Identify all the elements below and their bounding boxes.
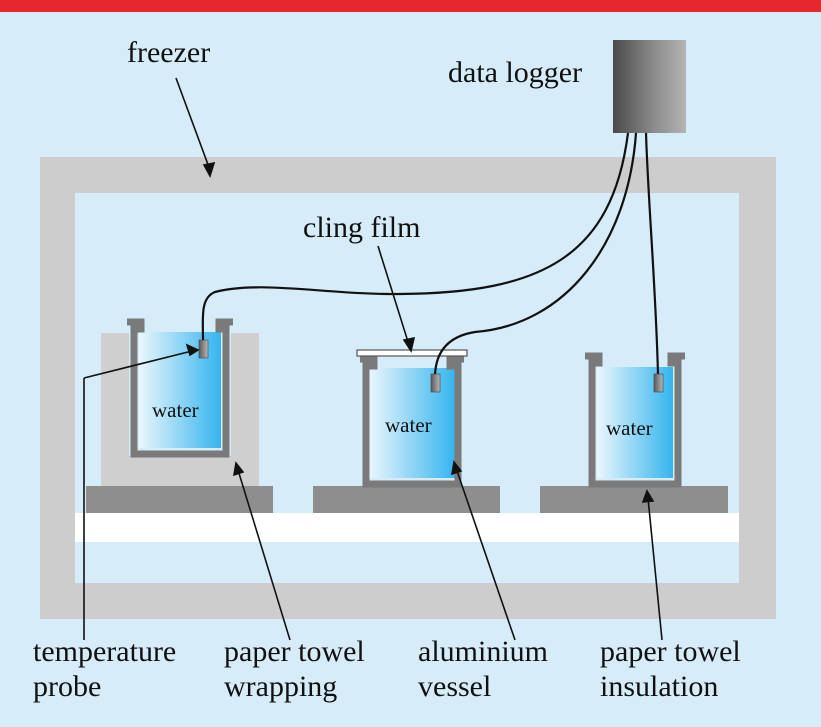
paper-towel-wrapping-label-line1: paper towel xyxy=(224,635,365,668)
water-left-label: water xyxy=(152,398,199,422)
probe-right xyxy=(653,373,664,393)
water-left xyxy=(139,332,221,448)
water-right-label: water xyxy=(606,416,653,440)
paper-towel-wrapping-label-line2: wrapping xyxy=(224,670,337,703)
paper-towel-insulation-label-line1: paper towel xyxy=(600,635,741,668)
probe-middle xyxy=(430,373,441,393)
platform-left xyxy=(86,486,273,513)
temperature-probe-label-line2: probe xyxy=(33,670,101,703)
shelf xyxy=(75,513,739,542)
top-bar xyxy=(0,0,821,12)
platform-right xyxy=(540,486,728,513)
leader-lines xyxy=(83,77,663,641)
water-middle-label: water xyxy=(385,413,432,437)
temperature-probe-label-line1: temperature xyxy=(33,635,176,668)
paper-towel-wrap xyxy=(101,333,259,486)
probe-left xyxy=(198,339,209,359)
data-logger-box xyxy=(613,40,686,133)
cable-middle-probe xyxy=(433,132,638,376)
cling-film xyxy=(356,349,468,357)
aluminium-vessel-label-line1: aluminium xyxy=(418,635,548,668)
vessel-left xyxy=(127,318,233,458)
aluminium-vessel-label-line2: vessel xyxy=(418,670,491,703)
vessel-right xyxy=(585,352,685,488)
platform-middle xyxy=(313,486,500,513)
cable-left-probe xyxy=(201,132,630,341)
cable-right-probe xyxy=(644,132,660,376)
water-middle xyxy=(369,368,455,478)
paper-towel-insulation-label-line2: insulation xyxy=(600,670,718,703)
data-logger-label: data logger xyxy=(448,56,582,89)
cling-film-label: cling film xyxy=(303,211,420,244)
vessel-middle xyxy=(360,355,464,488)
freezer-label: freezer xyxy=(127,36,210,69)
